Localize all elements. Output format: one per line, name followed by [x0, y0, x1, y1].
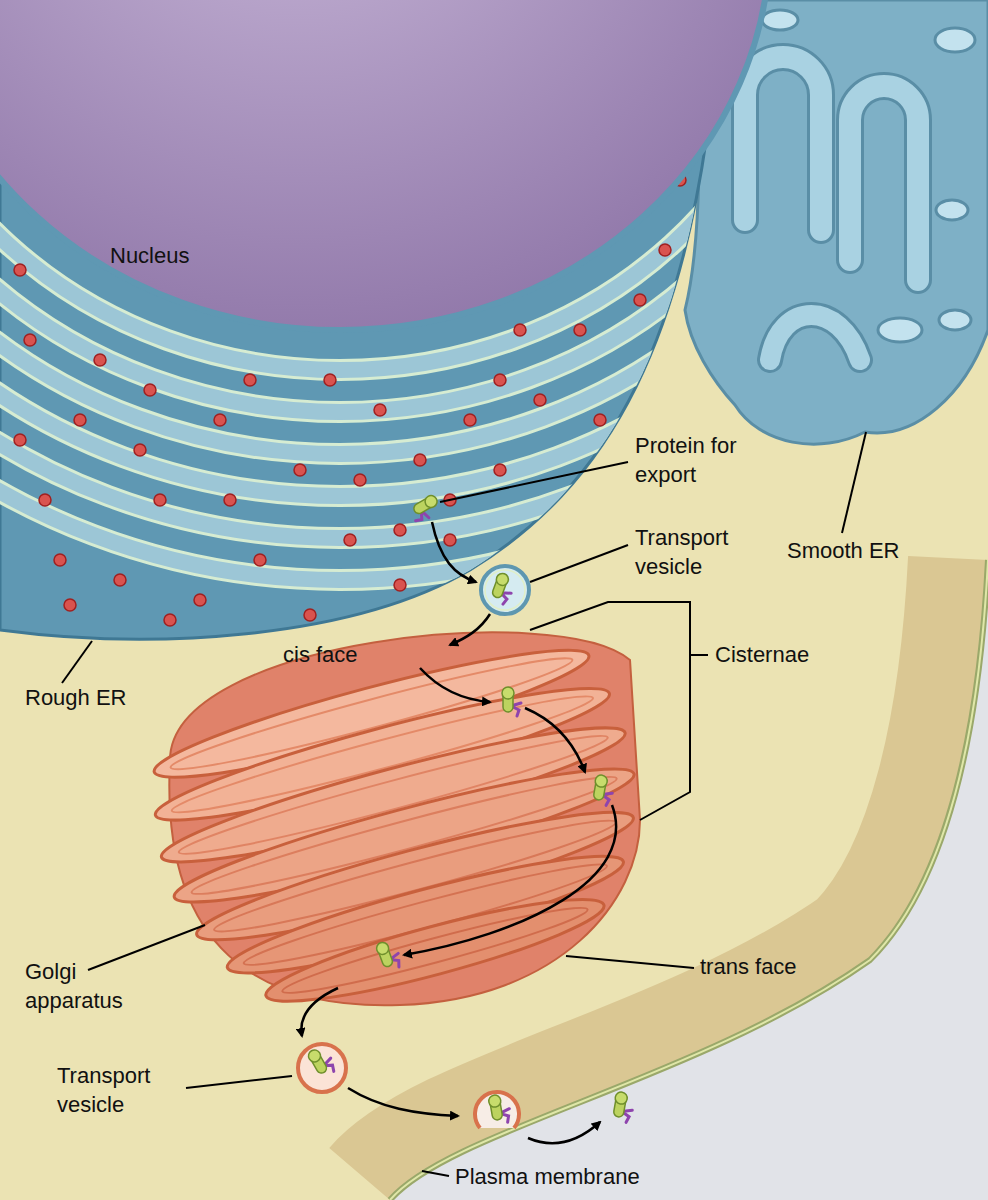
label-holder: Transport vesicle [635, 524, 767, 581]
label-holder: Golgi apparatus [25, 958, 143, 1015]
organelle-label: Rough ER [25, 684, 127, 713]
label-holder: Transport vesicle [57, 1062, 182, 1119]
label-holder: Protein for export [635, 432, 767, 489]
organelle-label: Golgi apparatus [25, 958, 143, 1015]
organelle-label: Nucleus [110, 242, 189, 271]
label-holder: Nucleus [110, 242, 189, 271]
label-holder: Smooth ER [787, 537, 900, 566]
callout-label: Transport vesicle [635, 524, 767, 581]
nucleus [0, 0, 770, 330]
export-proteins [306, 493, 635, 1124]
callout-label: trans face [700, 953, 797, 982]
rough-er [0, 0, 988, 639]
leader-lines [62, 432, 866, 1176]
label-holder: trans face [700, 953, 797, 982]
label-holder: cis face [283, 641, 358, 670]
label-holder: Cisternae [715, 641, 809, 670]
organelle-label: Smooth ER [787, 537, 900, 566]
organelle-label: Plasma membrane [455, 1163, 640, 1192]
callout-label: Cisternae [715, 641, 809, 670]
label-holder: Plasma membrane [455, 1163, 640, 1192]
golgi-apparatus [133, 627, 673, 1036]
callout-label: Protein for export [635, 432, 767, 489]
callout-label: cis face [283, 641, 358, 670]
callout-label: Transport vesicle [57, 1062, 182, 1119]
label-holder: Rough ER [25, 684, 127, 713]
